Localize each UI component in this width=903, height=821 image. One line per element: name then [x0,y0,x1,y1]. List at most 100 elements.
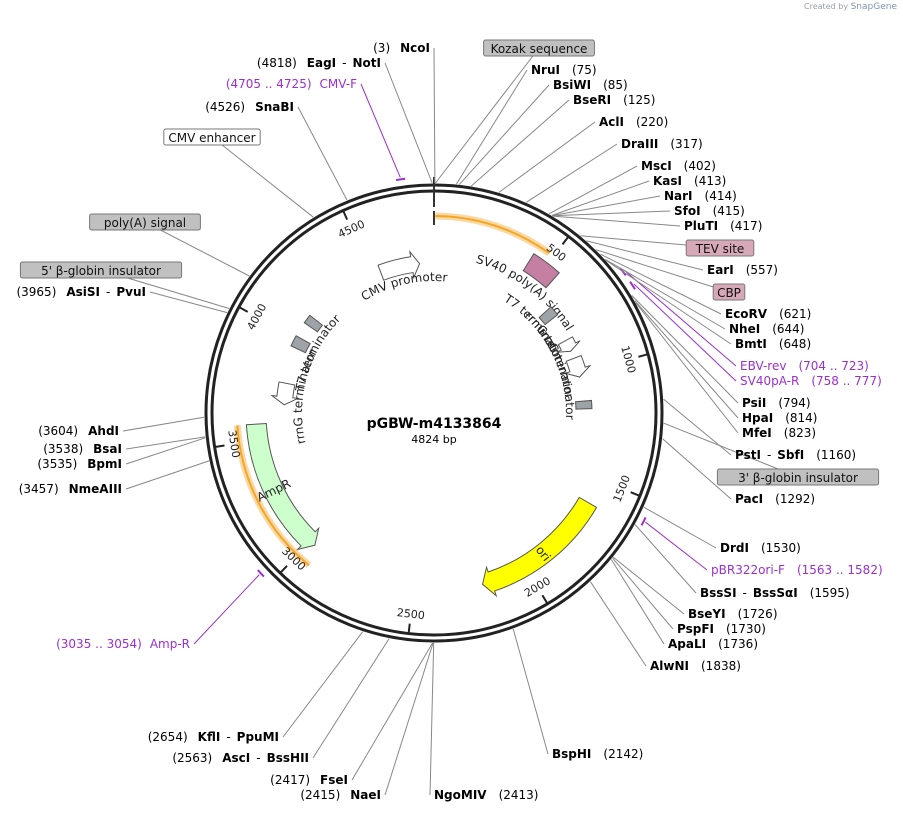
label-psti: PstI-SbfI(1160) [735,448,856,462]
tick-label-4500: 4500 [336,218,367,241]
label-asci: (2563)AscI-BssHII [172,751,309,765]
feature-tag-text-bglob5: 5' β-globin insulator [41,264,161,278]
label-text-bmti: BmtI(648) [735,337,811,351]
feature-tag-bglob5 [19,261,183,279]
label-asisi: (3965)AsiSI-PvuI [16,285,146,299]
feature-ori-6 [481,496,598,598]
feature-tag-text-cbp: CBP [717,286,741,300]
label-cmvf: (4705 .. 4725)CMV-F [226,77,357,91]
label-bpmi: (3535)BpmI [37,457,122,471]
label-fsei: (2417)FseI [270,773,348,787]
label-kasi: KasI(413) [653,174,726,188]
leader-ahdi [122,416,205,432]
label-text-msci: MscI(402) [641,159,716,173]
label-nmeaiii: (3457)NmeAIII [19,482,122,496]
label-ngomiv: NgoMIV(2413) [434,788,538,802]
label-text-ecorv: EcoRV(621) [725,307,811,321]
leader-nari [552,195,661,217]
label-ncoi: (3)NcoI [373,41,430,55]
label-pluti: PluTI(417) [684,219,762,233]
plasmid-name: pGBW-m4133864 [367,416,502,432]
leader-paci [662,438,732,500]
backbone [204,177,664,643]
leader-bsai [125,436,206,450]
label-text-pspfi: PspFI(1730) [677,622,766,636]
leader-bseri [470,99,570,187]
label-text-pluti: PluTI(417) [684,219,762,233]
feature-tag-bglob3 [716,468,880,486]
primer-mark-0 [395,177,406,182]
leader-bmti [605,259,732,345]
feature-rrng-terminator-3 [556,336,581,353]
label-text-sfoi: SfoI(415) [674,204,745,218]
feature-rrng-terminator-4 [563,354,592,378]
leader-pspfi [612,557,674,630]
leader-bglob3 [663,422,799,478]
label-snabi: (4526)SnaBI [205,100,294,114]
label-bsssi: BssSI-BssSαI(1595) [700,586,850,600]
feature-label-cmv-promoter: CMV promoter [359,270,448,304]
feature-tag-tev [685,239,755,257]
feature-tag-cbp [712,283,746,301]
label-text-snabi: (4526)SnaBI [205,100,294,114]
leader-bsphi [512,628,549,755]
leader-alwni [589,581,647,667]
label-msci: MscI(402) [641,159,716,173]
leader-mfei [635,302,739,434]
snapgene-credit: Created by SnapGene [804,2,897,12]
leader-hpai [634,300,739,419]
label-polya: poly(A) signal [89,213,201,231]
label-nrui: NruI(75) [531,63,597,77]
label-text-acli: AclI(220) [599,115,668,129]
tick-label-2000: 2000 [522,574,553,599]
label-psii: PsiI(794) [742,396,811,410]
label-text-nhei: NheI(644) [729,322,804,336]
label-eari: EarI(557) [707,263,778,277]
credit-prefix: Created by [804,2,849,11]
leader-bseyi [612,556,685,615]
leader-ampr [193,574,260,645]
label-nhei: NheI(644) [729,322,804,336]
tick-2500 [407,623,411,633]
orange-highlights [233,212,552,568]
leader-ecorv [600,253,722,315]
label-nari: NarI(414) [664,189,737,203]
primer-mark-2 [629,281,636,290]
feature-t7-terminator-2 [538,306,559,326]
label-text-nrui: NruI(75) [531,63,597,77]
label-acli: AclI(220) [599,115,668,129]
leader-nmeaiii [125,460,210,490]
label-bsai: (3538)BsaI [43,442,122,456]
label-paci: PacI(1292) [735,492,815,506]
label-bglob3: 3' β-globin insulator [716,468,880,486]
label-text-ncoi: (3)NcoI [373,41,430,55]
primer-mark-4 [257,569,265,578]
feature-tag-polya [89,213,201,231]
orange-arc-0 [435,212,552,257]
feature-ampr-7 [245,422,320,551]
feature-feature-5 [575,399,593,410]
label-text-ahdi: (3604)AhdI [38,424,119,438]
label-cmvenh: CMV enhancer [163,128,261,146]
label-text-asisi: (3965)AsiSI-PvuI [16,285,146,299]
label-leaders [100,47,799,796]
label-apali: ApaLI(1736) [668,637,758,651]
leader-polya [144,221,250,277]
label-text-bseyi: BseYI(1726) [688,607,778,621]
orange-arc-core-1 [236,425,310,566]
label-text-psii: PsiI(794) [742,396,811,410]
feature-tag-text-bglob3: 3' β-globin insulator [738,471,858,485]
feature-tag-text-kozak: Kozak sequence [491,42,588,56]
leader-psti [663,398,732,456]
label-ampr: (3035 .. 3054)Amp-R [56,637,190,651]
leader-nrui [455,69,528,185]
leader-eari [586,240,704,271]
label-text-eagi: (4818)EagI-NotI [257,56,381,70]
leader-kasi [551,180,650,216]
label-text-bsai: (3538)BsaI [43,442,122,456]
label-bmti: BmtI(648) [735,337,811,351]
feature-feature-10 [303,314,324,333]
feature-tag-cmvenh [163,128,261,146]
leader-bpmi [125,437,206,465]
leader-sfoi [552,210,671,217]
